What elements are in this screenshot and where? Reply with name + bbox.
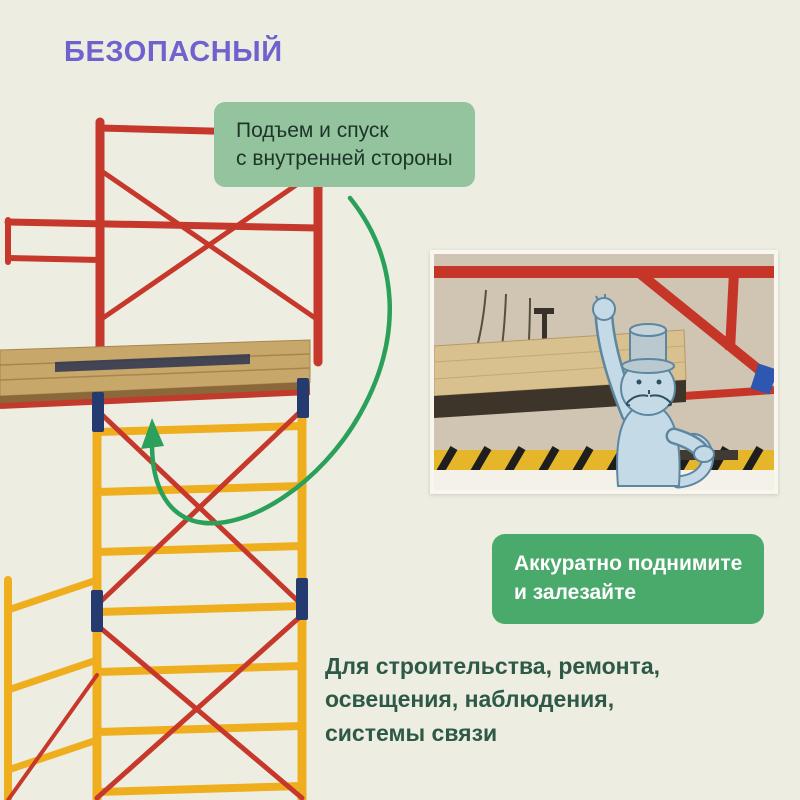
inset-blue-clamp xyxy=(750,363,774,395)
inset-photo-frame xyxy=(430,250,778,494)
callout-ascent: Подъем и спуск с внутренней стороны xyxy=(214,102,475,188)
cat-mascot-icon xyxy=(592,294,715,489)
usage-note: Для строительства, ремонта, освещения, н… xyxy=(325,653,661,746)
tower-platform xyxy=(0,339,311,409)
cta-note: Аккуратно поднимите и залезайте xyxy=(492,534,765,624)
scaffold-tower-photo xyxy=(0,117,323,800)
page-title: БЕЗОПАСНЫЙ xyxy=(64,36,283,68)
inset-red-tubes xyxy=(434,266,774,400)
cat-platform-illustration xyxy=(434,254,774,490)
tower-lower-yellow-frame xyxy=(4,383,307,800)
